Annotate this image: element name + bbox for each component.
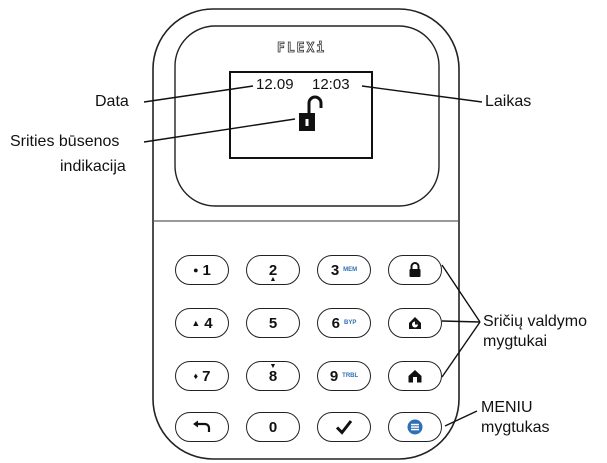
key-2[interactable]: 2 ▲ <box>246 255 300 285</box>
stay-arm-icon <box>409 317 421 329</box>
callout-line-area-control-1 <box>441 264 481 323</box>
key-8[interactable]: ▼ 8 <box>246 361 300 391</box>
callout-area-control-2: mygtukai <box>483 333 548 350</box>
key-3-label: 3 <box>330 261 340 279</box>
key-6-label: 6 <box>331 314 340 332</box>
callout-line-area-control-2 <box>441 320 481 323</box>
callout-date: Data <box>95 93 129 110</box>
key-1-label: 1 <box>202 261 211 279</box>
callout-line-time <box>361 85 483 103</box>
menu-icon <box>407 419 423 435</box>
back-button[interactable] <box>175 412 229 442</box>
home-arm-button[interactable] <box>388 361 442 391</box>
key-4[interactable]: ▲ 4 <box>175 308 229 338</box>
key-5[interactable]: 5 <box>246 308 300 338</box>
callout-line-date <box>143 85 254 103</box>
key-0[interactable]: 0 <box>246 412 300 442</box>
ok-button[interactable] <box>317 412 371 442</box>
key-4-symbol: ▲ <box>191 318 201 328</box>
arm-button[interactable] <box>388 255 442 285</box>
callout-menu-1: MENIU <box>481 399 533 416</box>
home-icon <box>408 370 422 383</box>
callout-line-area-control-3 <box>441 321 481 378</box>
key-7-symbol: ♦ <box>193 371 199 381</box>
key-3[interactable]: 3 MEM <box>317 255 371 285</box>
stay-arm-button[interactable] <box>388 308 442 338</box>
key-5-label: 5 <box>268 314 278 332</box>
down-arrow-icon: ▼ <box>269 363 277 370</box>
callout-line-area-status <box>143 118 296 143</box>
screen-date: 12.09 <box>256 76 294 93</box>
key-8-label: 8 <box>268 367 278 385</box>
key-9[interactable]: 9 TRBL <box>317 361 371 391</box>
key-0-label: 0 <box>268 418 278 436</box>
callout-menu-2: mygtukas <box>481 419 550 436</box>
key-7-label: 7 <box>202 367 211 385</box>
brand-logo: FLEXi <box>277 41 327 57</box>
key-6[interactable]: 6 BYP <box>317 308 371 338</box>
open-padlock-icon <box>299 95 323 131</box>
menu-button[interactable] <box>388 412 442 442</box>
back-arrow-icon <box>193 420 211 432</box>
key-4-label: 4 <box>204 314 213 332</box>
callout-area-status-2: indikacija <box>60 158 126 175</box>
callout-area-control-1: Sričių valdymo <box>483 313 588 330</box>
key-9-label: 9 <box>329 367 339 385</box>
key-7[interactable]: ♦ 7 <box>175 361 229 391</box>
key-3-sub: MEM <box>343 267 358 273</box>
key-6-sub: BYP <box>344 320 357 326</box>
key-2-label: 2 <box>268 261 278 279</box>
key-1-symbol: ● <box>193 265 199 275</box>
callout-line-menu <box>444 410 478 427</box>
up-arrow-icon: ▲ <box>269 276 277 283</box>
callout-time: Laikas <box>485 93 532 110</box>
checkmark-icon <box>335 420 353 435</box>
key-9-sub: TRBL <box>342 373 359 379</box>
padlock-icon <box>409 262 421 277</box>
screen-time: 12:03 <box>312 76 350 93</box>
key-1[interactable]: ● 1 <box>175 255 229 285</box>
callout-area-status-1: Srities būsenos <box>10 133 120 150</box>
